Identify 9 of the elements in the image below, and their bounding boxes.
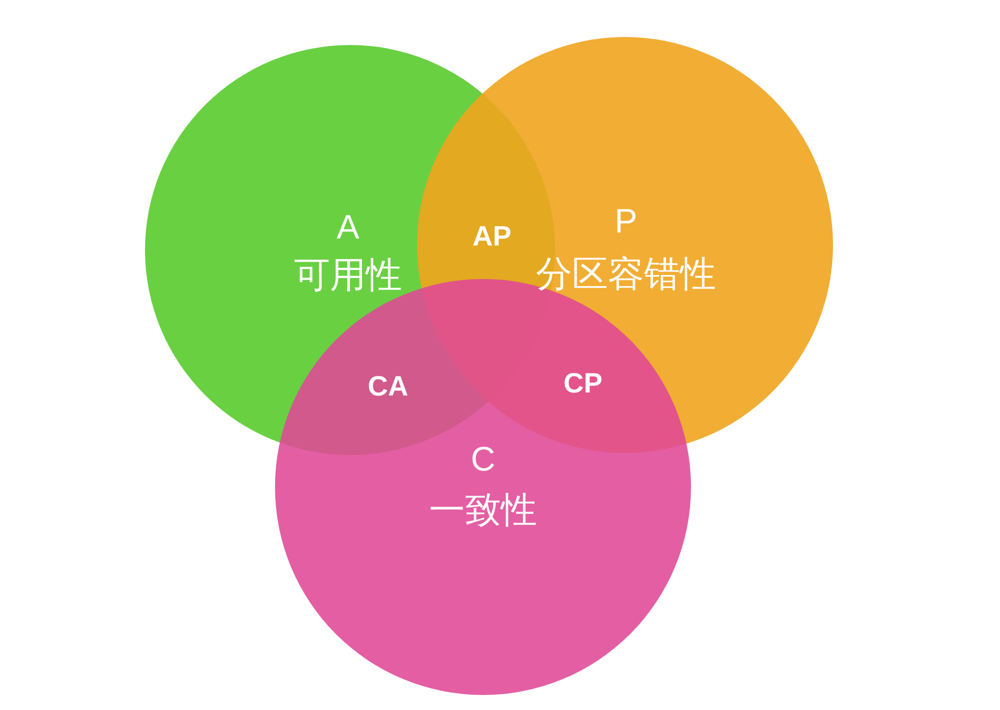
intersection-label: AP xyxy=(472,222,512,252)
intersection-label: CP xyxy=(564,368,602,400)
set-letter: A xyxy=(336,209,360,247)
set-name: 可用性 xyxy=(294,255,402,295)
set-name: 一致性 xyxy=(429,490,537,530)
set-letter: C xyxy=(470,441,496,479)
set-name: 分区容错性 xyxy=(536,254,716,294)
set-letter: P xyxy=(614,203,638,241)
intersection-label: CA xyxy=(368,372,408,402)
